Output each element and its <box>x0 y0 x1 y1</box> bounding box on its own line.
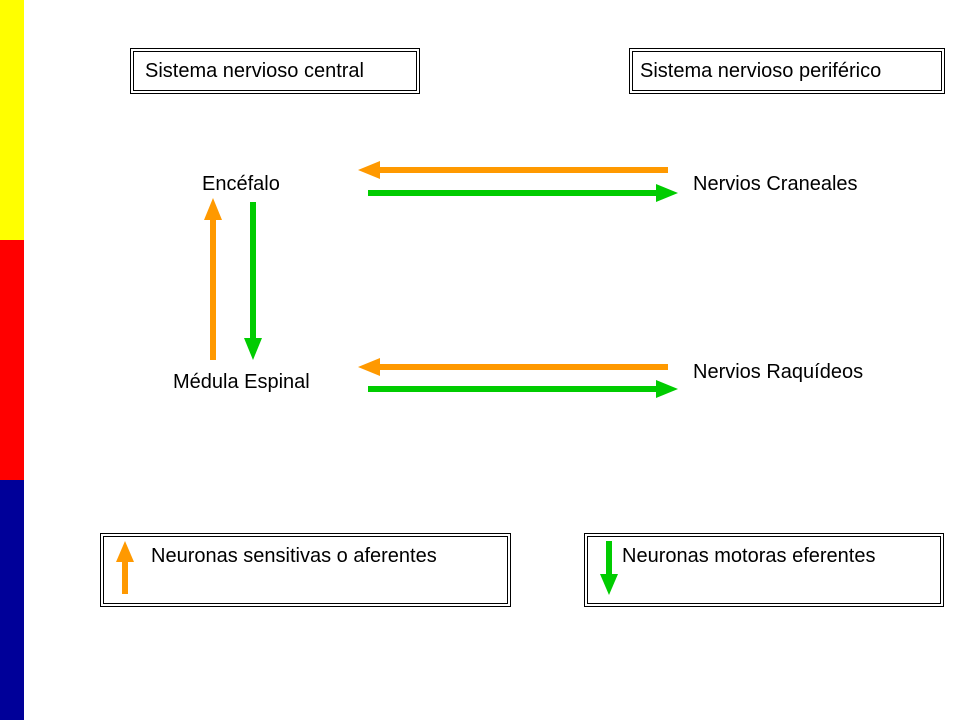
legend-efferent-arrow <box>600 541 618 595</box>
efferent-arrow-spinal <box>368 380 678 398</box>
accent-stripe-blue <box>0 480 24 720</box>
efferent-arrow-vertical <box>244 202 262 360</box>
efferent-arrow-cranial <box>368 184 678 202</box>
legend-afferent-arrow <box>116 541 134 594</box>
header-box-peripheral: Sistema nervioso periférico <box>629 48 945 94</box>
node-brain: Encéfalo <box>202 173 280 195</box>
afferent-arrow-vertical <box>204 198 222 360</box>
header-box-central: Sistema nervioso central <box>130 48 420 94</box>
afferent-arrow-spinal <box>358 358 668 376</box>
node-spinal-cord: Médula Espinal <box>173 371 310 393</box>
accent-stripe-red <box>0 240 24 480</box>
legend-box-afferent: Neuronas sensitivas o aferentes <box>100 533 511 607</box>
node-spinal-nerves: Nervios Raquídeos <box>693 361 864 383</box>
node-cranial-nerves: Nervios Craneales <box>693 173 858 195</box>
afferent-arrow-cranial <box>358 161 668 179</box>
legend-box-efferent: Neuronas motoras eferentes <box>584 533 944 607</box>
accent-stripe-yellow <box>0 0 24 240</box>
